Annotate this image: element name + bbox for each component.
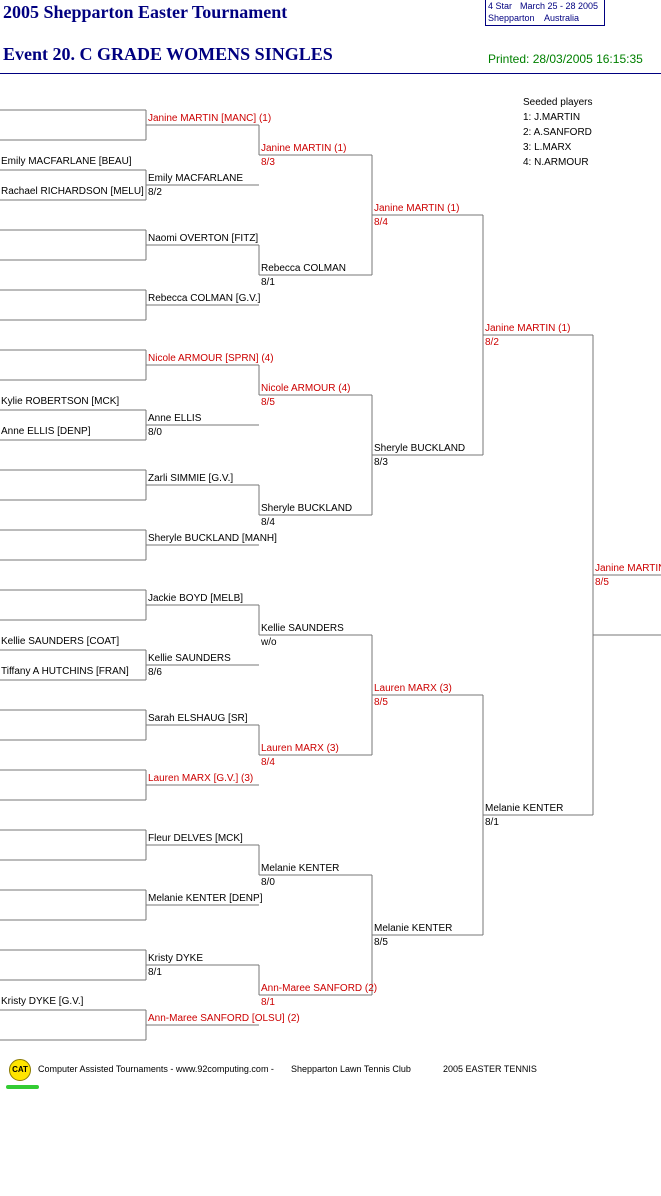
match-score: 8/4 [374,217,388,228]
player-name: Sarah ELSHAUG [SR] [148,713,248,724]
player-name: Melanie KENTER [374,923,452,934]
player-name: Rebecca COLMAN [G.V.] [148,293,261,304]
player-name: Janine MARTIN (1) [595,563,661,574]
seeded-players-title: Seeded players [523,97,593,108]
match-score: 8/4 [261,757,275,768]
qualifier-name: Kristy DYKE [G.V.] [1,996,84,1007]
player-name: Melanie KENTER [DENP] [148,893,263,904]
player-name: Lauren MARX [G.V.] (3) [148,773,253,784]
qualifier-name: Emily MACFARLANE [BEAU] [1,156,132,167]
player-name: Naomi OVERTON [FITZ] [148,233,258,244]
player-name: Nicole ARMOUR [SPRN] (4) [148,353,274,364]
tournament-title: 2005 Shepparton Easter Tournament [3,2,288,22]
match-score: 8/0 [261,877,275,888]
match-score: 8/6 [148,667,162,678]
match-score: 8/0 [148,427,162,438]
player-name: Sheryle BUCKLAND [374,443,465,454]
player-name: Janine MARTIN (1) [485,323,570,334]
match-score: 8/1 [261,997,275,1008]
seeded-players-list: Seeded players 1: J.MARTIN 2: A.SANFORD … [523,95,593,170]
player-name: Nicole ARMOUR (4) [261,383,350,394]
qualifier-name: Kylie ROBERTSON [MCK] [1,396,119,407]
player-name: Ann-Maree SANFORD (2) [261,983,377,994]
match-score: 8/5 [261,397,275,408]
qualifier-name: Anne ELLIS [DENP] [1,426,91,437]
player-name: Janine MARTIN (1) [261,143,346,154]
seed-entry: 3: L.MARX [523,142,572,153]
cat-logo: CAT [9,1059,31,1081]
qualifier-name: Kellie SAUNDERS [COAT] [1,636,119,647]
player-name: Sheryle BUCKLAND [261,503,352,514]
match-score: 8/1 [485,817,499,828]
player-name: Janine MARTIN (1) [374,203,459,214]
info-city: Shepparton [488,13,535,23]
cat-logo-underline [6,1085,39,1089]
player-name: Melanie KENTER [261,863,339,874]
footer-club: Shepparton Lawn Tennis Club [291,1064,411,1074]
match-score: w/o [260,637,277,648]
player-name: Lauren MARX (3) [261,743,339,754]
info-grade: 4 Star [488,1,513,11]
info-dates: March 25 - 28 2005 [520,1,599,11]
player-name: Rebecca COLMAN [261,263,346,274]
match-score: 8/2 [485,337,499,348]
qualifier-name: Rachael RICHARDSON [MELU] [1,186,144,197]
info-country: Australia [544,13,580,23]
header-divider [0,73,661,74]
player-name: Zarli SIMMIE [G.V.] [148,473,233,484]
player-name: Kellie SAUNDERS [261,623,344,634]
footer-event: 2005 EASTER TENNIS [443,1064,537,1074]
player-name: Fleur DELVES [MCK] [148,833,243,844]
footer-software: Computer Assisted Tournaments - www.92co… [38,1064,274,1074]
match-score: 8/3 [261,157,275,168]
player-name: Lauren MARX (3) [374,683,452,694]
printed-timestamp: Printed: 28/03/2005 16:15:35 [488,52,643,66]
player-name: Ann-Maree SANFORD [OLSU] (2) [148,1013,300,1024]
seed-entry: 2: A.SANFORD [523,127,592,138]
match-score: 8/4 [261,517,275,528]
player-name: Anne ELLIS [148,413,202,424]
match-score: 8/5 [595,577,609,588]
seed-entry: 4: N.ARMOUR [523,157,589,168]
player-name: Jackie BOYD [MELB] [148,593,243,604]
player-name: Kellie SAUNDERS [148,653,231,664]
match-score: 8/3 [374,457,388,468]
seed-entry: 1: J.MARTIN [523,112,581,123]
match-score: 8/1 [261,277,275,288]
match-score: 8/2 [148,187,162,198]
player-name: Janine MARTIN [MANC] (1) [148,113,271,124]
match-score: 8/1 [148,967,162,978]
tournament-info-box: 4 Star March 25 - 28 2005 Shepparton Austr… [485,0,605,26]
player-name: Sheryle BUCKLAND [MANH] [148,533,277,544]
qualifier-name: Tiffany A HUTCHINS [FRAN] [1,666,129,677]
match-score: 8/5 [374,697,388,708]
event-title: Event 20. C GRADE WOMENS SINGLES [3,44,333,64]
player-name: Kristy DYKE [148,953,203,964]
draw-bracket: Emily MACFARLANE [BEAU] Rachael RICHARDSO… [0,109,661,1041]
match-score: 8/5 [374,937,388,948]
player-name: Emily MACFARLANE [148,173,243,184]
player-name: Melanie KENTER [485,803,563,814]
